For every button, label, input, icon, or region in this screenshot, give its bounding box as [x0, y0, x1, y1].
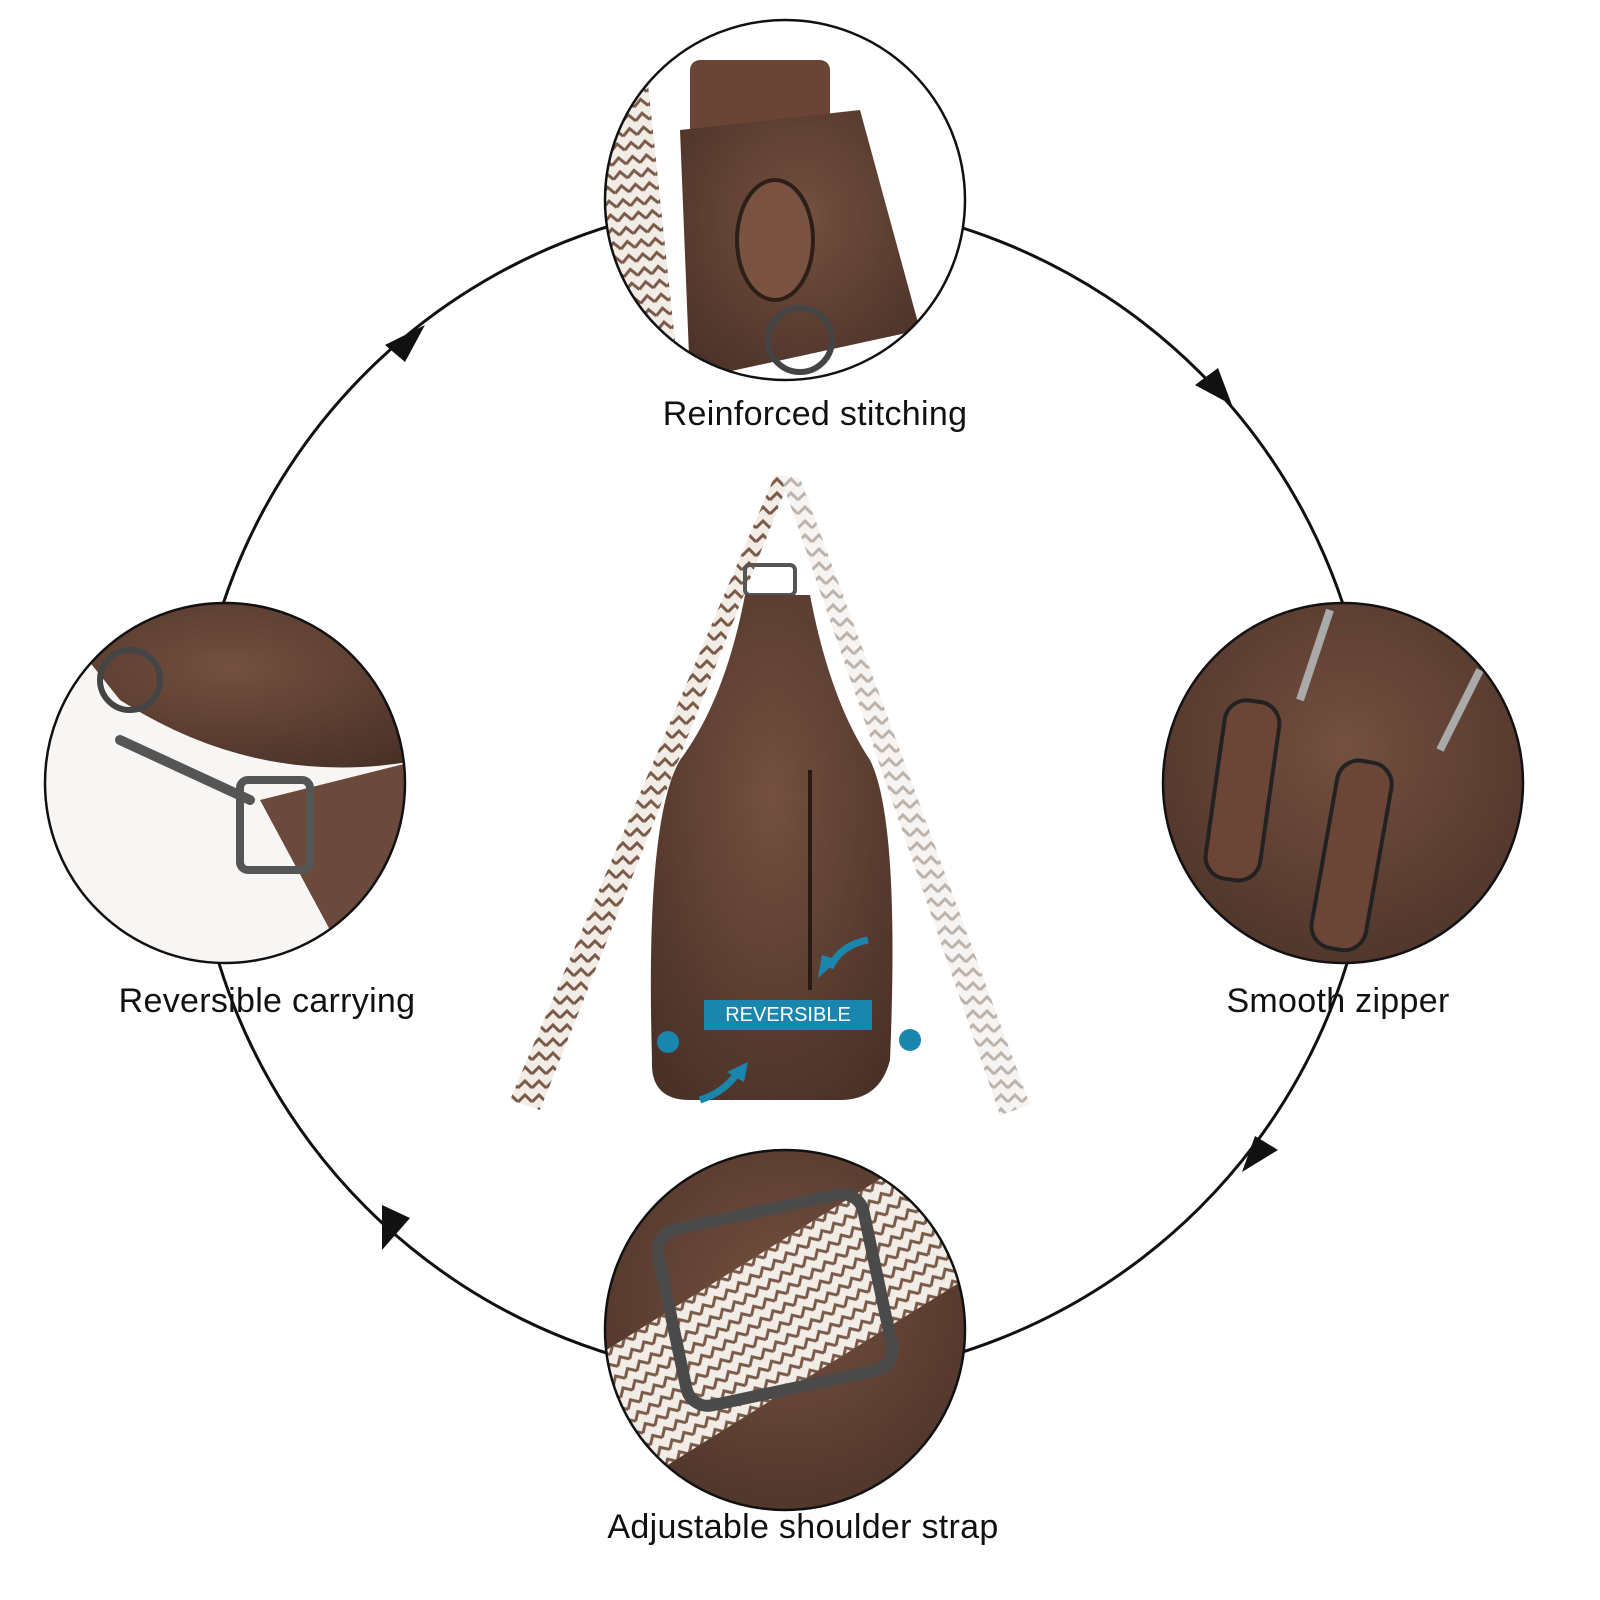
feature-label-smooth-zipper: Smooth zipper — [1226, 982, 1450, 1020]
detail-image-smooth-zipper — [1161, 601, 1525, 965]
feature-label-reversible-carrying: Reversible carrying — [118, 982, 416, 1020]
detail-image-reversible-carrying — [43, 601, 407, 965]
reversible-dot — [657, 1031, 679, 1053]
reversible-badge: REVERSIBLE — [704, 1000, 872, 1030]
detail-image-reinforced-stitching — [603, 18, 967, 382]
detail-image-adjustable-strap — [603, 1148, 967, 1512]
reversible-dot — [899, 1029, 921, 1051]
feature-label-reinforced-stitching: Reinforced stitching — [662, 395, 968, 433]
feature-label-adjustable-strap: Adjustable shoulder strap — [607, 1508, 999, 1546]
arrow-icon — [382, 325, 1278, 1250]
product-image-sling-bag — [510, 475, 1030, 1115]
